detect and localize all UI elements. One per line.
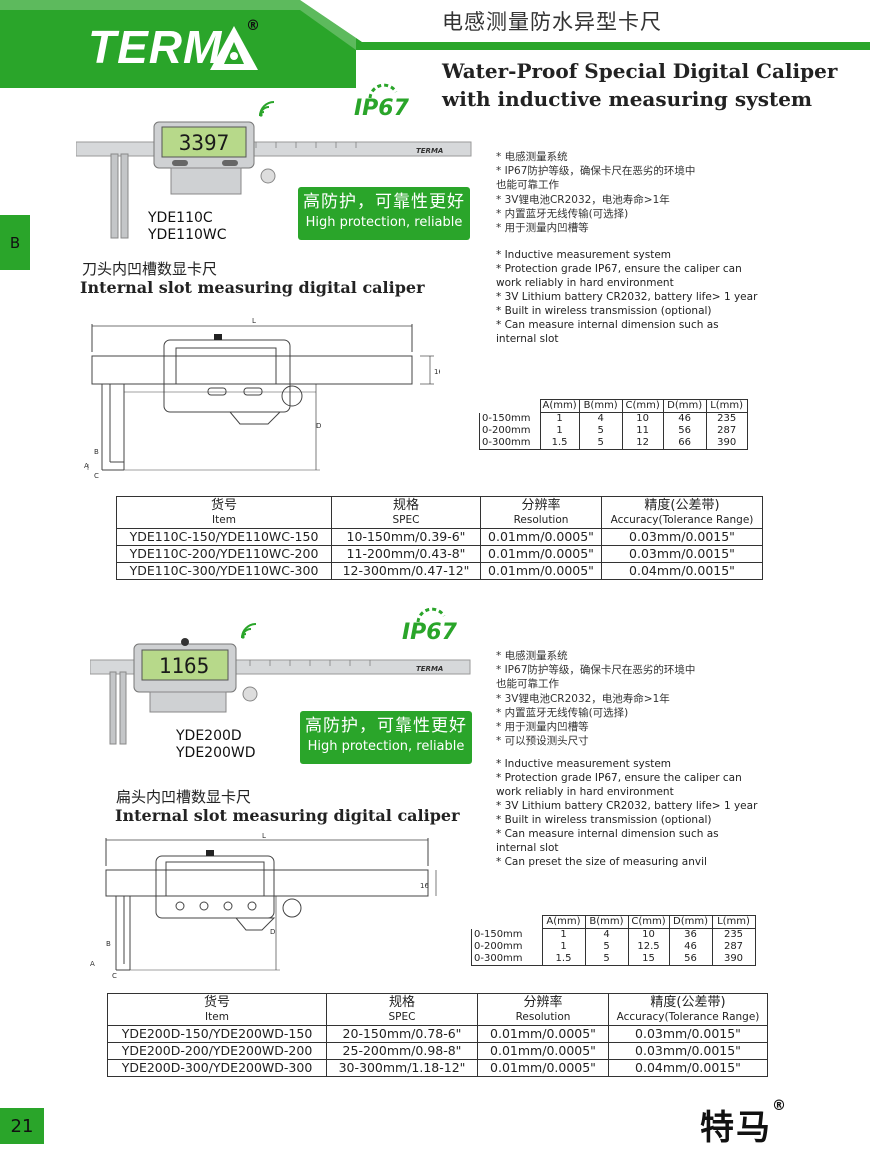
lcd-reading: 1165 bbox=[159, 654, 210, 678]
features-cn: * 电感测量系统* IP67防护等级，确保卡尺在恶劣的环境中 也能可靠工作* 3… bbox=[496, 650, 696, 748]
section-tab: B bbox=[0, 215, 30, 270]
svg-text:L: L bbox=[262, 832, 266, 840]
ip67-badge: IP67 bbox=[352, 80, 409, 126]
svg-text:D: D bbox=[316, 422, 321, 430]
caliper-brand-label: TERMA bbox=[416, 665, 443, 673]
lcd-reading: 3397 bbox=[179, 131, 230, 155]
caliper-photo: TERMA 3397 bbox=[76, 121, 472, 239]
protection-badge: 高防护，可靠性更好 High protection, reliable bbox=[300, 711, 472, 764]
svg-text:C: C bbox=[94, 472, 99, 480]
brand-logo: TERM bbox=[88, 21, 223, 73]
svg-text:A: A bbox=[90, 960, 95, 968]
model-names: YDE200D YDE200WD bbox=[176, 728, 256, 761]
features-cn: * 电感测量系统* IP67防护等级，确保卡尺在恶劣的环境中 也能可靠工作* 3… bbox=[496, 151, 696, 235]
footer-brand-logo: 特马 bbox=[700, 1108, 772, 1148]
footer-registered-mark: ® bbox=[772, 1098, 786, 1114]
caliper-brand-label: TERMA bbox=[416, 147, 443, 155]
product-name-cn: 扁头内凹槽数显卡尺 bbox=[116, 788, 252, 806]
registered-mark: ® bbox=[246, 18, 260, 34]
page-title-en: Water-Proof Special Digital Caliper with… bbox=[442, 59, 838, 111]
technical-drawing: L D 16 A B C bbox=[90, 832, 437, 980]
svg-text:A: A bbox=[84, 462, 89, 470]
svg-text:B: B bbox=[94, 448, 99, 456]
features-en: * Inductive measurement system* Protecti… bbox=[496, 758, 758, 868]
svg-text:L: L bbox=[252, 317, 256, 325]
protection-badge: 高防护，可靠性更好 High protection, reliable bbox=[298, 187, 470, 240]
svg-text:16: 16 bbox=[434, 368, 440, 376]
page-title-cn: 电感测量防水异型卡尺 bbox=[442, 10, 662, 34]
model-names: YDE110C YDE110WC bbox=[148, 210, 227, 243]
svg-text:C: C bbox=[112, 972, 117, 980]
svg-text:B: B bbox=[106, 940, 111, 948]
svg-text:D: D bbox=[270, 928, 275, 936]
page-number: 21 bbox=[0, 1108, 44, 1144]
product-name-cn: 刀头内凹槽数显卡尺 bbox=[82, 260, 218, 278]
product-name-en: Internal slot measuring digital caliper bbox=[80, 278, 425, 297]
features-en: * Inductive measurement system* Protecti… bbox=[496, 249, 758, 345]
product-name-en: Internal slot measuring digital caliper bbox=[115, 806, 460, 825]
technical-drawing: L D 16 A B C bbox=[84, 317, 440, 480]
svg-text:16: 16 bbox=[420, 882, 429, 890]
wireless-icon bbox=[241, 623, 257, 639]
wireless-icon bbox=[259, 101, 275, 117]
ip67-badge: IP67 bbox=[400, 604, 457, 650]
logo-a-mark-icon bbox=[210, 26, 258, 70]
caliper-photo: TERMA 1165 bbox=[90, 638, 471, 745]
